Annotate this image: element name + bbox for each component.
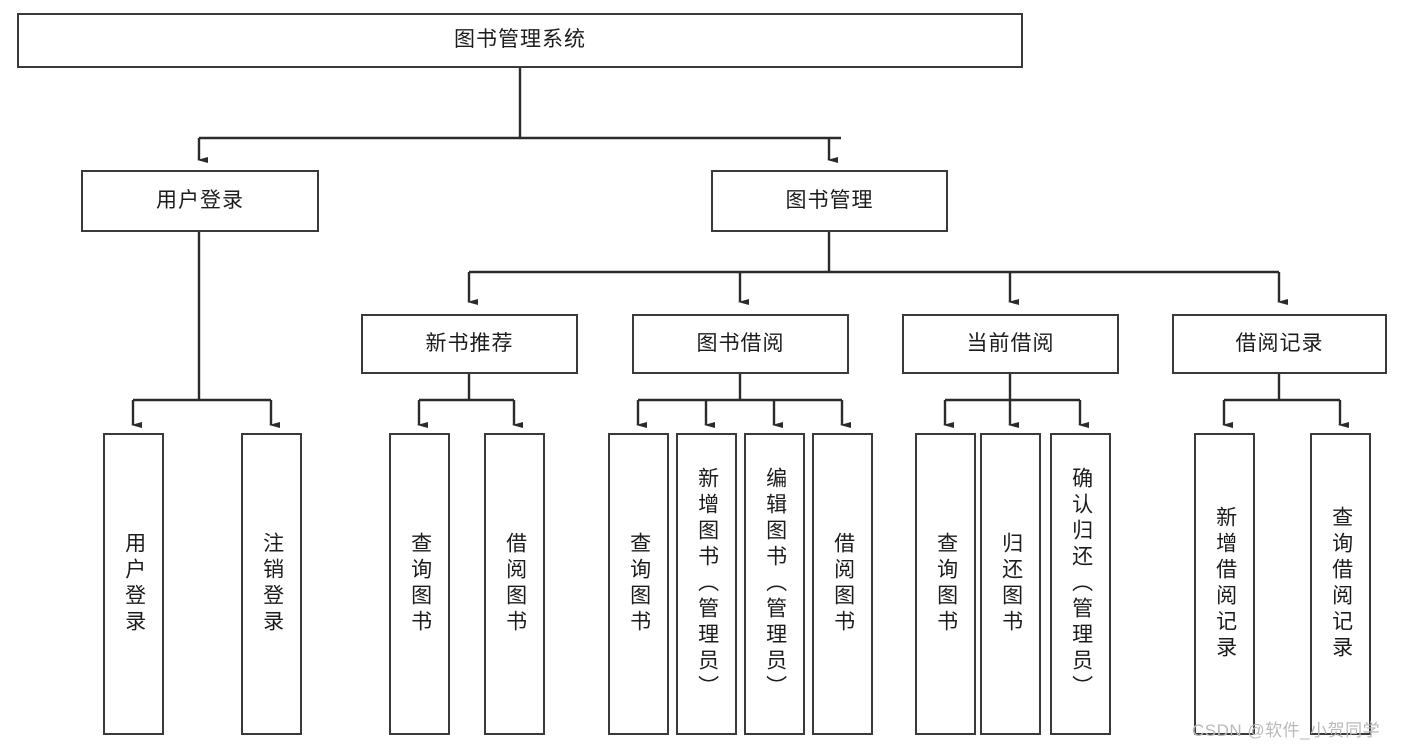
node-root[interactable]: 图书管理系统 xyxy=(17,13,1023,68)
node-new-book-recommend-label: 新书推荐 xyxy=(425,331,514,355)
leaf-bb-edit-book[interactable]: 编辑图书（管理员） xyxy=(744,433,805,735)
node-book-manage[interactable]: 图书管理 xyxy=(711,170,948,232)
csdn-watermark: CSDN @软件_小贺同学 xyxy=(1192,721,1381,740)
leaf-bb-borrow-book[interactable]: 借阅图书 xyxy=(812,433,873,735)
leaf-cb-query-book-label: 查询图书 xyxy=(934,532,958,636)
leaf-logout-label: 注销登录 xyxy=(260,532,284,636)
leaf-nb-query-book-label: 查询图书 xyxy=(408,532,432,636)
node-user-login[interactable]: 用户登录 xyxy=(81,170,319,232)
node-user-login-label: 用户登录 xyxy=(156,188,244,212)
node-current-borrow-label: 当前借阅 xyxy=(966,331,1055,355)
leaf-br-query-record-label: 查询借阅记录 xyxy=(1329,506,1353,662)
leaf-bb-query-book[interactable]: 查询图书 xyxy=(608,433,669,735)
node-current-borrow[interactable]: 当前借阅 xyxy=(902,314,1119,374)
leaf-bb-add-book[interactable]: 新增图书（管理员） xyxy=(676,433,737,735)
leaf-cb-query-book[interactable]: 查询图书 xyxy=(915,433,976,735)
node-borrow-record[interactable]: 借阅记录 xyxy=(1172,314,1387,374)
leaf-nb-query-book[interactable]: 查询图书 xyxy=(389,433,450,735)
leaf-bb-edit-book-label: 编辑图书（管理员） xyxy=(763,467,787,701)
leaf-bb-add-book-label: 新增图书（管理员） xyxy=(695,467,719,701)
node-book-borrow[interactable]: 图书借阅 xyxy=(632,314,849,374)
leaf-cb-return-book[interactable]: 归还图书 xyxy=(980,433,1041,735)
node-borrow-record-label: 借阅记录 xyxy=(1235,331,1324,355)
leaf-br-add-record[interactable]: 新增借阅记录 xyxy=(1194,433,1255,735)
leaf-br-add-record-label: 新增借阅记录 xyxy=(1213,506,1237,662)
leaf-nb-borrow-book[interactable]: 借阅图书 xyxy=(484,433,545,735)
leaf-nb-borrow-book-label: 借阅图书 xyxy=(503,532,527,636)
leaf-cb-confirm-return-label: 确认归还（管理员） xyxy=(1069,467,1093,701)
leaf-user-login-label: 用户登录 xyxy=(122,532,146,636)
leaf-user-login[interactable]: 用户登录 xyxy=(103,433,164,735)
node-root-label: 图书管理系统 xyxy=(454,28,586,52)
leaf-bb-borrow-book-label: 借阅图书 xyxy=(831,532,855,636)
node-book-borrow-label: 图书借阅 xyxy=(696,331,785,355)
leaf-br-query-record[interactable]: 查询借阅记录 xyxy=(1310,433,1371,735)
leaf-cb-confirm-return[interactable]: 确认归还（管理员） xyxy=(1050,433,1111,735)
node-new-book-recommend[interactable]: 新书推荐 xyxy=(361,314,578,374)
leaf-logout[interactable]: 注销登录 xyxy=(241,433,302,735)
leaf-cb-return-book-label: 归还图书 xyxy=(999,532,1023,636)
node-book-manage-label: 图书管理 xyxy=(785,188,874,212)
leaf-bb-query-book-label: 查询图书 xyxy=(627,532,651,636)
